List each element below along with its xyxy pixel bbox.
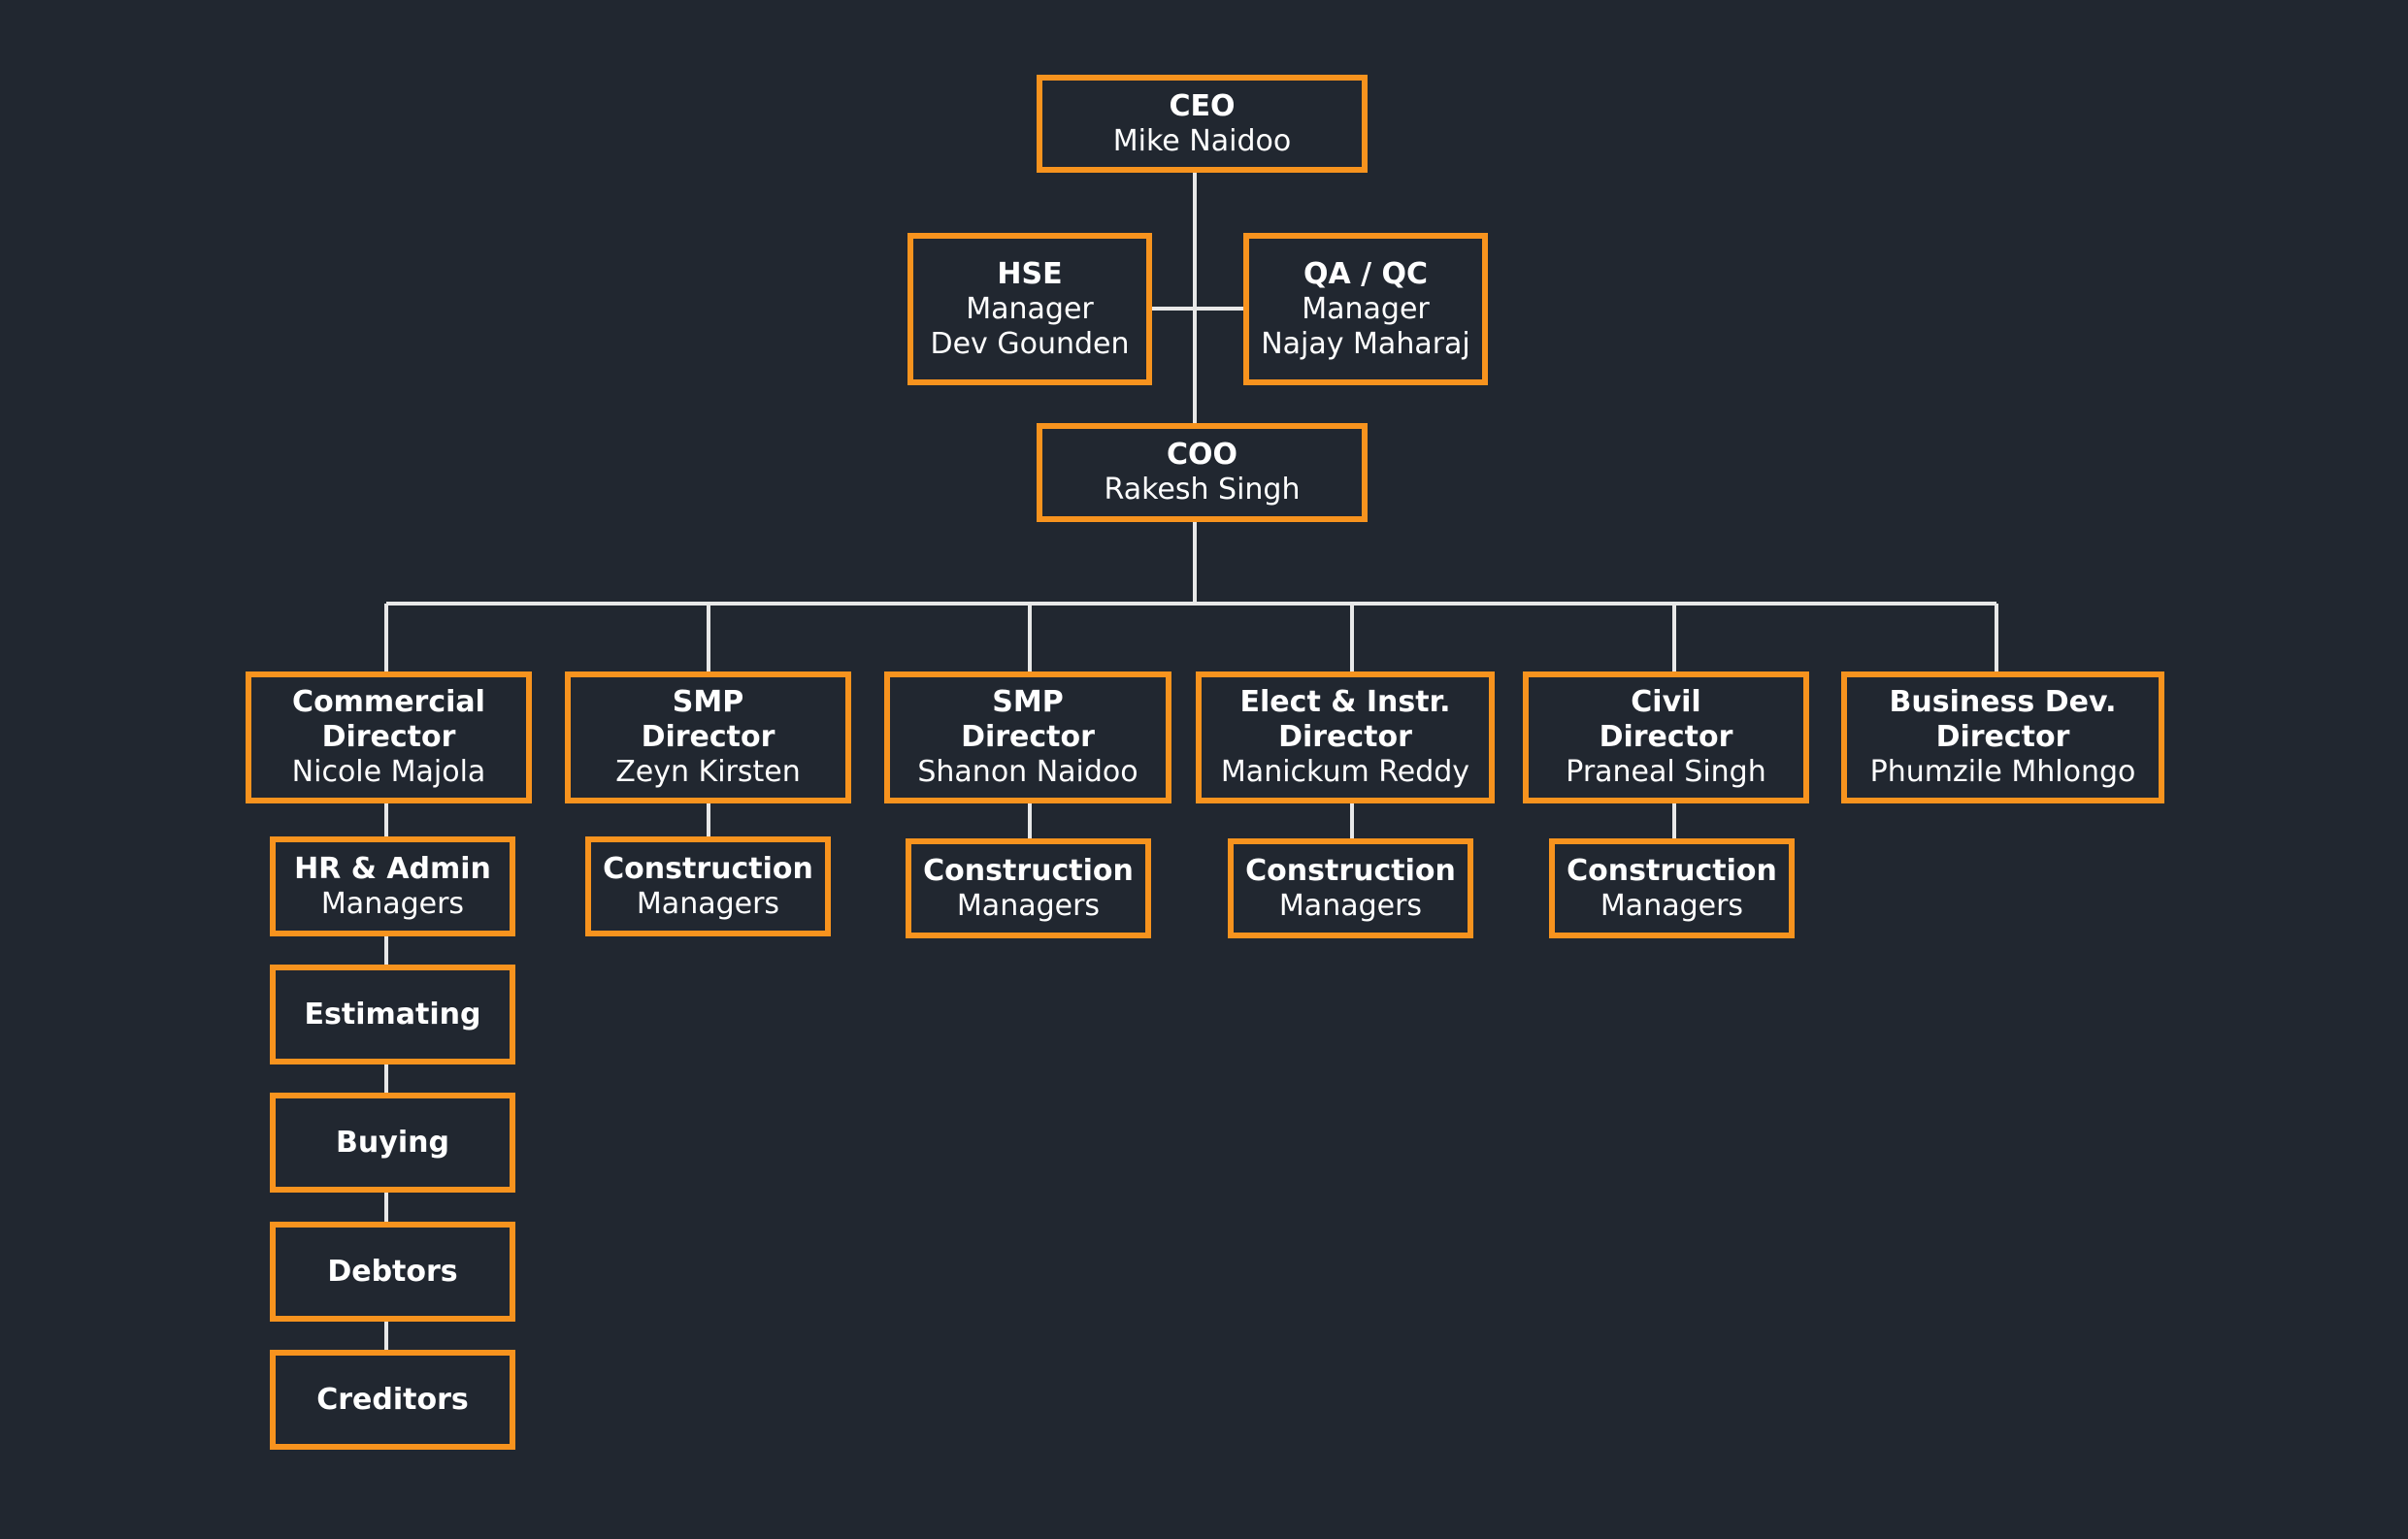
box-smp2-name: Shanon Naidoo (917, 755, 1138, 789)
box-qa-role: Manager (1302, 291, 1430, 326)
box-ceo-title: CEO (1169, 88, 1236, 123)
box-smp-director-2: SMP Director Shanon Naidoo (884, 671, 1171, 803)
box-smp2-title: SMP Director (961, 685, 1095, 754)
box-elect-instr-director: Elect & Instr. Director Manickum Reddy (1196, 671, 1495, 803)
box-buying: Buying (270, 1093, 515, 1193)
box-coo-title: COO (1166, 438, 1238, 472)
box-cm1-title: Construction (603, 851, 813, 886)
box-construction-managers-3: Construction Managers (1228, 838, 1473, 938)
box-construction-managers-4: Construction Managers (1549, 838, 1795, 938)
box-cm3-role: Managers (1278, 888, 1423, 923)
box-qa-qc-manager: QA / QC Manager Najay Maharaj (1243, 233, 1488, 385)
box-smp1-title: SMP Director (641, 685, 775, 754)
box-hr-admin-managers: HR & Admin Managers (270, 836, 515, 936)
box-ceo: CEO Mike Naidoo (1037, 75, 1368, 173)
box-elect-name: Manickum Reddy (1220, 755, 1470, 789)
box-ceo-name: Mike Naidoo (1112, 123, 1292, 158)
box-business-dev-director: Business Dev. Director Phumzile Mhlongo (1841, 671, 2164, 803)
box-hse-name: Dev Gounden (930, 326, 1130, 361)
box-hse-role: Manager (966, 291, 1094, 326)
box-smp-director-1: SMP Director Zeyn Kirsten (565, 671, 851, 803)
box-cm2-role: Managers (956, 888, 1101, 923)
box-hse-manager: HSE Manager Dev Gounden (907, 233, 1152, 385)
box-debtors-title: Debtors (327, 1254, 458, 1289)
box-creditors: Creditors (270, 1350, 515, 1450)
box-smp1-name: Zeyn Kirsten (615, 755, 801, 789)
box-construction-managers-1: Construction Managers (585, 836, 831, 936)
box-commercial-title: Commercial Director (292, 685, 485, 754)
box-civil-title: Civil Director (1599, 685, 1733, 754)
box-cm2-title: Construction (923, 853, 1134, 888)
box-construction-managers-2: Construction Managers (906, 838, 1151, 938)
box-civil-director: Civil Director Praneal Singh (1523, 671, 1809, 803)
box-bizdev-name: Phumzile Mhlongo (1869, 755, 2136, 789)
box-coo-name: Rakesh Singh (1104, 473, 1301, 507)
box-estimating: Estimating (270, 965, 515, 1064)
box-creditors-title: Creditors (316, 1382, 469, 1417)
box-cm4-title: Construction (1567, 853, 1777, 888)
box-cm3-title: Construction (1245, 853, 1456, 888)
box-elect-title: Elect & Instr. Director (1239, 685, 1451, 754)
box-cm4-role: Managers (1600, 888, 1744, 923)
box-buying-title: Buying (336, 1125, 449, 1160)
box-cm1-role: Managers (636, 886, 780, 921)
box-coo: COO Rakesh Singh (1037, 423, 1368, 522)
box-commercial-director: Commercial Director Nicole Majola (246, 671, 532, 803)
box-qa-title: QA / QC (1303, 256, 1429, 291)
box-debtors: Debtors (270, 1222, 515, 1322)
box-bizdev-title: Business Dev. Director (1889, 685, 2117, 754)
box-hr-title: HR & Admin (294, 851, 491, 886)
box-civil-name: Praneal Singh (1566, 755, 1766, 789)
box-estimating-title: Estimating (304, 997, 481, 1031)
box-hr-role: Managers (320, 886, 465, 921)
box-qa-name: Najay Maharaj (1261, 326, 1470, 361)
box-hse-title: HSE (997, 256, 1063, 291)
box-commercial-name: Nicole Majola (291, 755, 486, 789)
